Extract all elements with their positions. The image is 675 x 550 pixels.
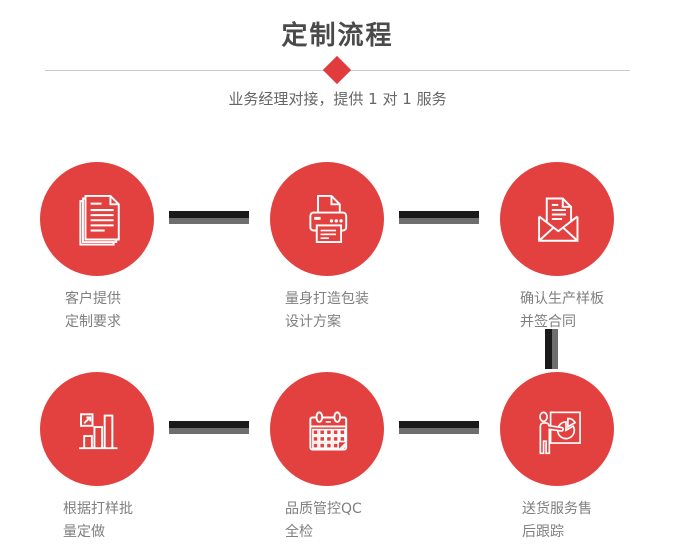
step-label-6-line2: 后跟踪 [522, 524, 564, 540]
step-label-2-line2: 设计方案 [285, 314, 341, 330]
step-circle-5 [270, 372, 384, 486]
connector-gray-bar [169, 218, 249, 224]
connector-gray-bar [399, 218, 479, 224]
subtitle: 业务经理对接，提供 1 对 1 服务 [228, 90, 447, 108]
connector-step5-step6 [399, 421, 479, 434]
connector-step1-step2 [169, 211, 249, 224]
step-label-2-line1: 量身打造包装 [285, 291, 369, 307]
connector-gray-bar [169, 428, 249, 434]
page-title: 定制流程 [281, 21, 394, 51]
step-label-5-line1: 品质管控QC [285, 501, 362, 517]
step-label-4: 根据打样批 量定做 [63, 498, 133, 544]
step-circle-2 [270, 162, 384, 276]
connector-dark-bar [169, 421, 249, 428]
connector-dark-bar [545, 329, 552, 369]
connector-dark-bar [399, 421, 479, 428]
connector-gray-bar [399, 428, 479, 434]
step-label-1: 客户提供 定制要求 [65, 288, 121, 334]
printer-icon [309, 195, 348, 243]
step-label-3-line1: 确认生产样板 [520, 291, 604, 307]
step-circle-3 [500, 162, 614, 276]
step-label-4-line1: 根据打样批 [63, 501, 133, 517]
connector-dark-bar [169, 211, 249, 218]
connector-dark-bar [399, 211, 479, 218]
step-label-4-line2: 量定做 [63, 524, 105, 540]
diamond-icon [322, 55, 352, 85]
envelope-icon [538, 197, 579, 242]
step-label-5-line2: 全检 [285, 524, 313, 540]
connector-step4-step5 [169, 421, 249, 434]
step-circle-4 [40, 372, 154, 486]
step-label-3: 确认生产样板 并签合同 [520, 288, 604, 334]
connector-step2-step3 [399, 211, 479, 224]
step-circle-6 [500, 372, 614, 486]
calendar-icon [309, 411, 348, 451]
step-label-3-line2: 并签合同 [520, 314, 576, 330]
connector-gray-bar [552, 329, 558, 369]
step-label-6-line1: 送货服务售 [522, 501, 592, 517]
presentation-icon [539, 411, 581, 455]
documents-icon [79, 195, 120, 246]
step-circle-1 [40, 162, 154, 276]
step-label-1-line2: 定制要求 [65, 314, 121, 330]
step-label-2: 量身打造包装 设计方案 [285, 288, 369, 334]
step-label-6: 送货服务售 后跟踪 [522, 498, 592, 544]
step-label-5: 品质管控QC 全检 [285, 498, 362, 544]
step-label-1-line1: 客户提供 [65, 291, 121, 307]
bar-chart-icon [79, 413, 118, 450]
connector-step3-step6 [545, 329, 558, 369]
